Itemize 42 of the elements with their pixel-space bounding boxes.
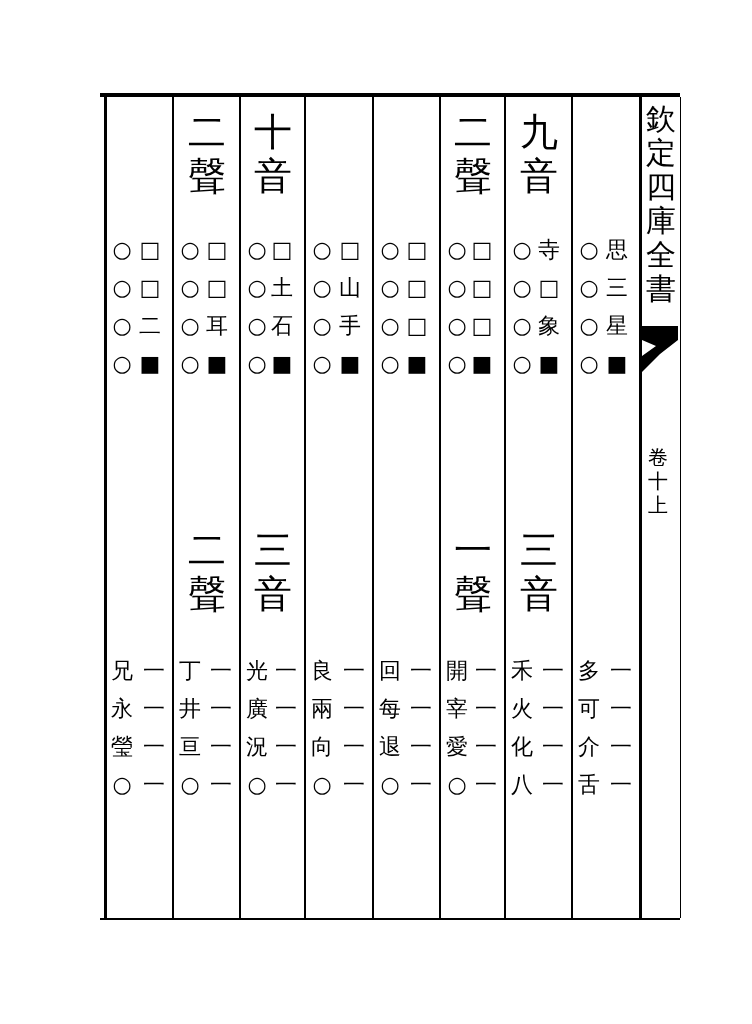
character-column: ○○○○ — [311, 231, 333, 383]
character-column: 光廣況○ — [246, 652, 268, 804]
column-heading: 二聲 — [453, 110, 492, 198]
character-column: 一一一一 — [410, 652, 432, 804]
character-column: □□□■ — [471, 231, 493, 383]
column-heading: 一聲 — [453, 528, 492, 616]
character-column: 一一一一 — [275, 652, 297, 804]
column-heading: 十音 — [253, 110, 292, 198]
column-heading: 九音 — [519, 110, 558, 198]
volume-label: 卷十上 — [648, 445, 668, 517]
character-column: ○○○○ — [511, 231, 533, 383]
column-heading: 三音 — [253, 528, 292, 616]
character-column: ○○○○ — [111, 231, 133, 383]
character-column: 一一一一 — [210, 652, 232, 804]
character-column: □山手■ — [339, 231, 361, 383]
character-column: 思三星■ — [606, 231, 628, 383]
character-column: □土石■ — [271, 231, 293, 383]
character-column: 兄永瑩○ — [111, 652, 133, 804]
character-column: 一一一一 — [542, 652, 564, 804]
margin-title: 欽定四庫全書 — [646, 102, 676, 306]
character-column: ○○○○ — [446, 231, 468, 383]
character-column: 一一一一 — [610, 652, 632, 804]
character-column: 禾火化八 — [511, 652, 533, 804]
character-column: 一一一一 — [475, 652, 497, 804]
character-column: 良兩向○ — [311, 652, 333, 804]
column-heading: 二聲 — [187, 110, 226, 198]
character-column: ○○○○ — [578, 231, 600, 383]
character-column: ○○○○ — [179, 231, 201, 383]
character-column: □□耳■ — [206, 231, 228, 383]
column-heading: 三音 — [519, 528, 558, 616]
character-column: 開宰愛○ — [446, 652, 468, 804]
character-column: □□□■ — [406, 231, 428, 383]
character-column: □□二■ — [139, 231, 161, 383]
character-column: 一一一一 — [343, 652, 365, 804]
character-column: 寺□象■ — [538, 231, 560, 383]
character-column: 一一一一 — [143, 652, 165, 804]
character-column: ○○○○ — [246, 231, 268, 383]
column-heading: 二聲 — [187, 528, 226, 616]
character-column: ○○○○ — [379, 231, 401, 383]
character-column: 丁井亘○ — [179, 652, 201, 804]
character-column: 多可介舌 — [578, 652, 600, 804]
character-column: 回每退○ — [379, 652, 401, 804]
